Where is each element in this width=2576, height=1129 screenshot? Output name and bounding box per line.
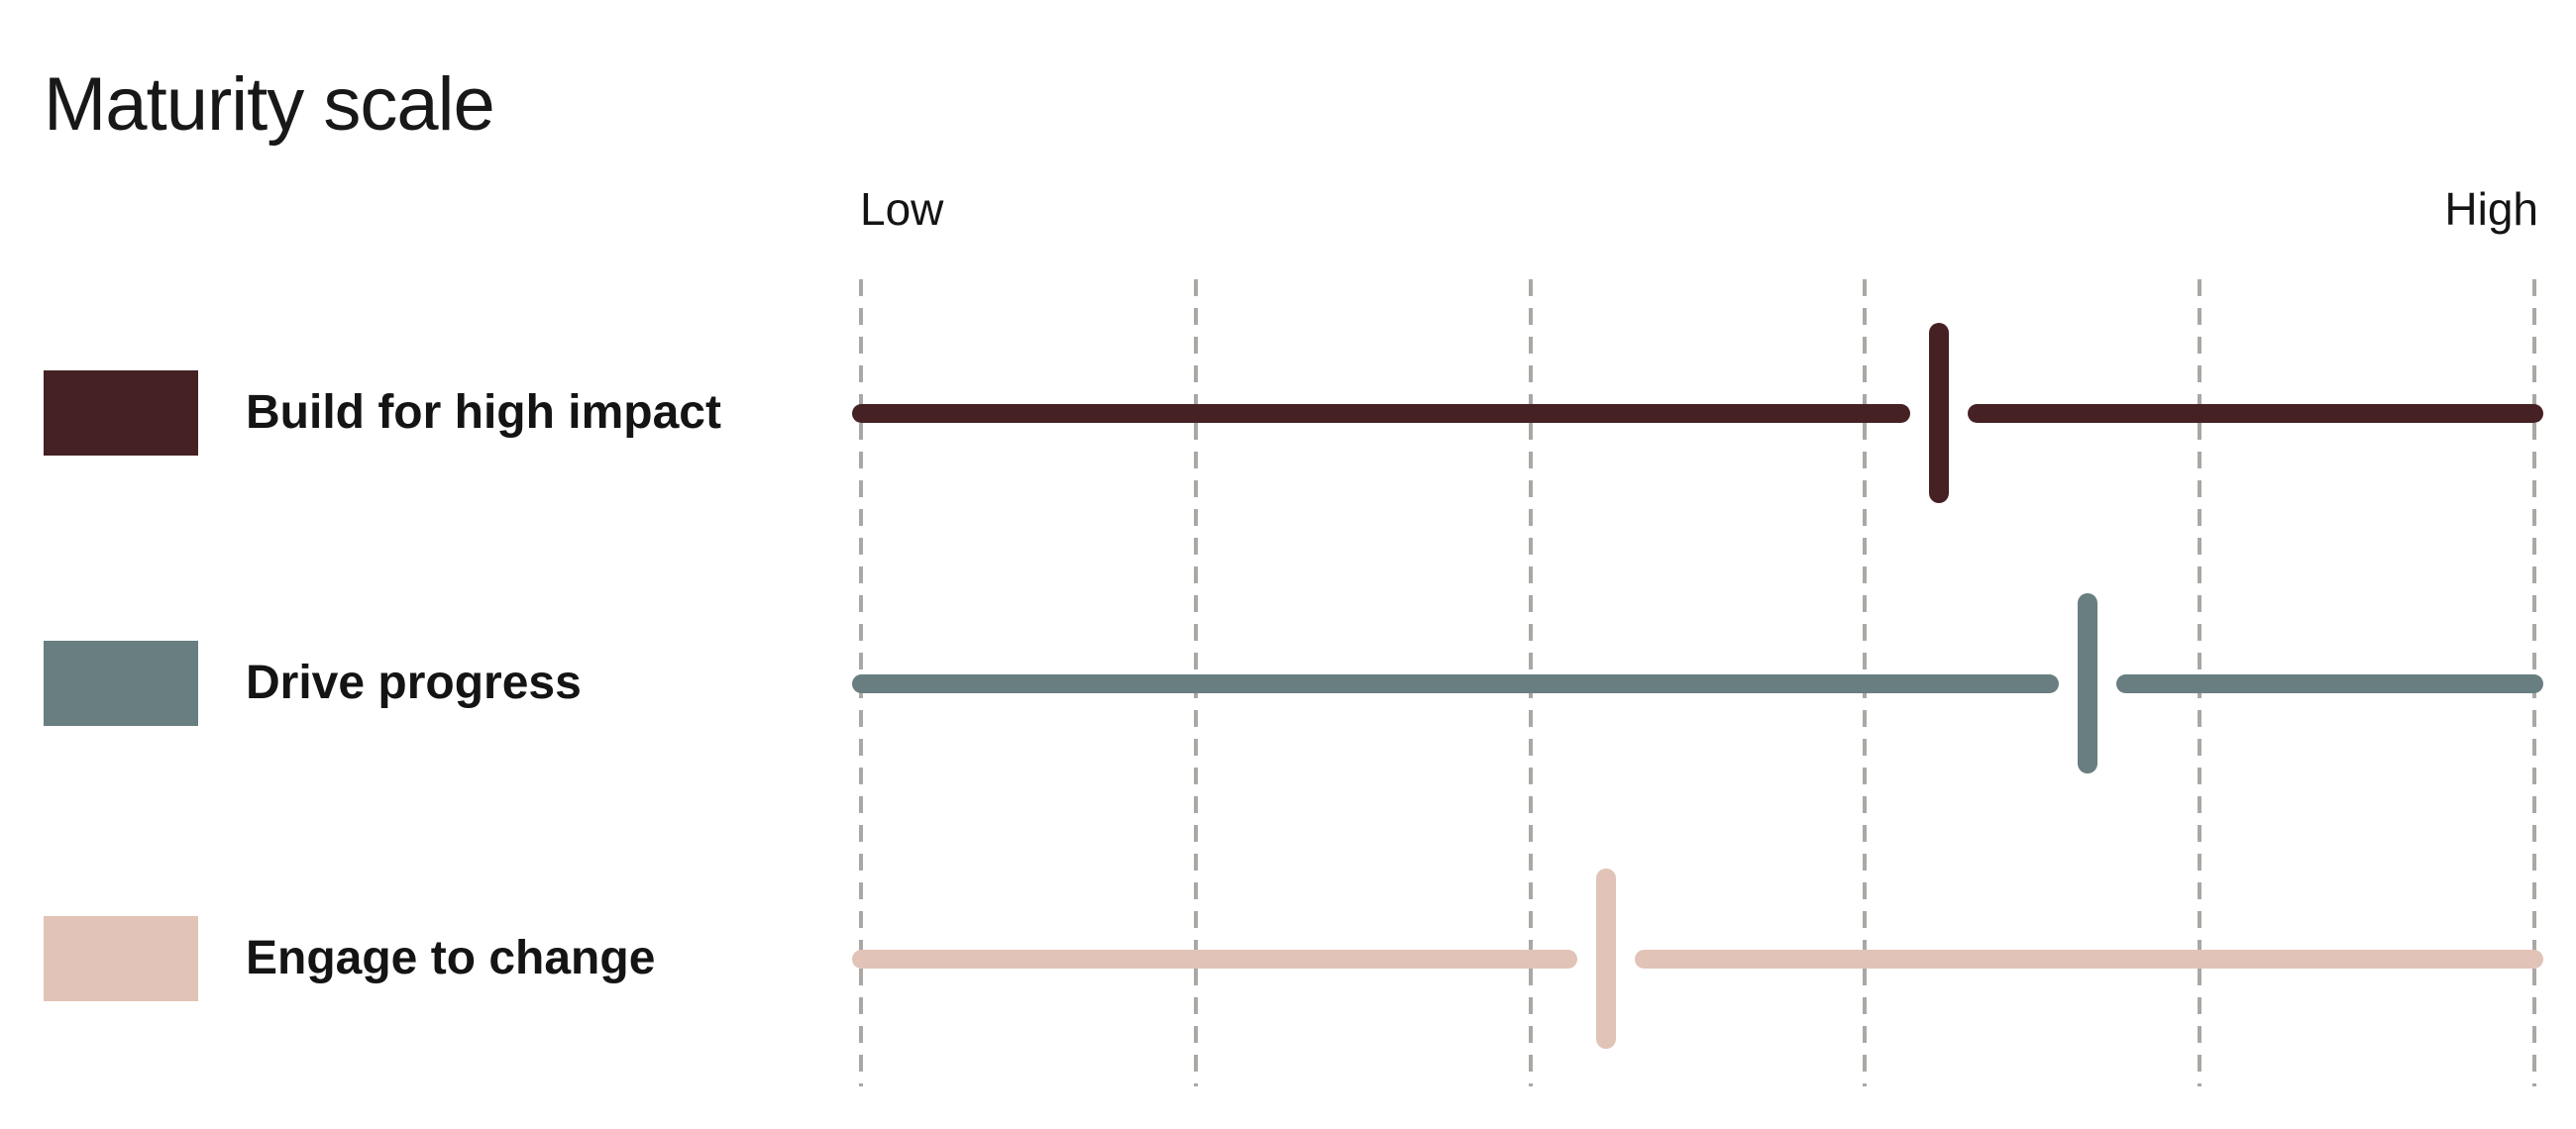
track-segment-left xyxy=(852,673,2060,693)
maturity-marker-tick xyxy=(2078,593,2098,773)
legend-swatch xyxy=(44,370,198,456)
track-segment-right xyxy=(1634,949,2543,969)
axis-label-low: Low xyxy=(860,183,944,235)
legend-label: Engage to change xyxy=(246,932,656,984)
track-segment-right xyxy=(2116,673,2543,693)
legend-label: Build for high impact xyxy=(246,386,721,439)
legend-swatch xyxy=(44,641,198,726)
track-segment-right xyxy=(1967,403,2543,423)
legend-label: Drive progress xyxy=(246,657,582,709)
axis-label-high: High xyxy=(2444,183,2538,235)
maturity-marker-tick xyxy=(1928,323,1949,503)
legend-swatch xyxy=(44,916,198,1001)
track-segment-left xyxy=(852,949,1577,969)
track-segment-left xyxy=(852,403,1910,423)
chart-title: Maturity scale xyxy=(44,62,495,147)
maturity-marker-tick xyxy=(1595,869,1616,1049)
